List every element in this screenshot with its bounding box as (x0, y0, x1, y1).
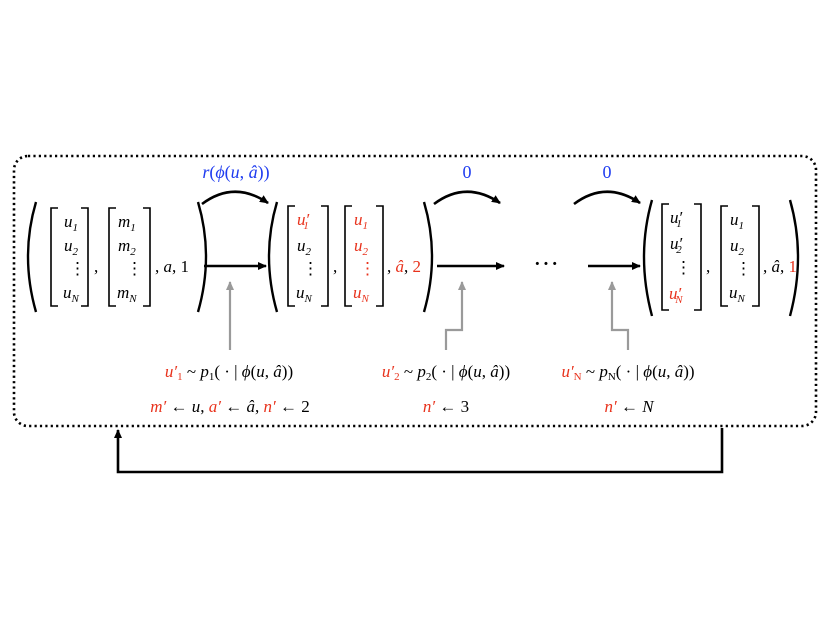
s2-uN: uN (296, 283, 313, 305)
reward-arrow-3 (573, 190, 641, 206)
s1-u1: u1 (64, 212, 78, 234)
episode-box (12, 154, 818, 428)
reward-label-3: 0 (602, 162, 612, 182)
state-2-parens (267, 201, 434, 313)
s1-udots: ⋮ (69, 259, 86, 278)
s3-mN: uN (729, 283, 746, 305)
state-3-parens (642, 199, 800, 317)
annotation-1-line-1: u′1 ~ p1( · | ϕ(u, â)) (164, 362, 294, 383)
state-1-parens (26, 201, 208, 313)
s3-m2: u2 (730, 236, 745, 258)
reward-label-1: r(ϕ(u, â)) (202, 162, 270, 182)
s2-mN: uN (353, 283, 370, 305)
s2-u1prime: u′1 (297, 210, 310, 232)
s1-m1: m1 (118, 212, 136, 234)
s2-u2: u2 (297, 236, 312, 258)
s1-comma1: , (94, 257, 98, 276)
s1-mdots: ⋮ (126, 259, 143, 278)
annotation-2-line-1: u′2 ~ p2( · | ϕ(u, â)) (381, 362, 511, 383)
s1-m2: m2 (118, 236, 136, 258)
ellipsis: ··· (533, 249, 559, 278)
s1-uN: uN (63, 283, 80, 305)
s2-m1: u1 (354, 210, 368, 232)
loop-back-arrow (114, 428, 724, 474)
annotation-1-line-2: m′ ← u, a′ ← â, n′ ← 2 (150, 397, 310, 416)
reward-label-2: 0 (462, 162, 472, 182)
state-1: u1 u2 ⋮ uN , m1 m2 ⋮ mN , a, 1 (63, 212, 189, 305)
s3-udots: ⋮ (675, 258, 692, 277)
s1-u2: u2 (64, 236, 79, 258)
s3-uNprime: u′N (669, 284, 683, 306)
sample-arrow-3 (608, 281, 630, 350)
s1-a-n: , a, 1 (155, 257, 189, 276)
annotation-3-line-1: u′N ~ pN( · | ϕ(u, â)) (561, 362, 695, 383)
s3-u1prime: u′1 (670, 208, 683, 230)
s1-mN: mN (117, 283, 137, 305)
vector-brackets (50, 203, 760, 311)
s2-udots: ⋮ (302, 259, 319, 278)
s2-mdots: ⋮ (359, 259, 376, 278)
state-2: u′1 u2 ⋮ uN , u1 u2 ⋮ uN , â, 2 (296, 210, 421, 305)
reward-arrow-1 (201, 190, 269, 206)
sample-arrow-2 (444, 281, 466, 350)
s2-m2: u2 (354, 236, 369, 258)
s2-a-n: , â, 2 (387, 257, 421, 276)
state-3: u′1 u′2 ⋮ u′N , u1 u2 ⋮ uN , â, 1 (669, 208, 797, 306)
s3-u2prime: u′2 (670, 234, 683, 256)
s3-comma1: , (706, 257, 710, 276)
s3-a-n: , â, 1 (763, 257, 797, 276)
s3-mdots: ⋮ (735, 259, 752, 278)
s2-comma1: , (333, 257, 337, 276)
s3-m1: u1 (730, 210, 744, 232)
annotation-2-line-2: n′ ← 3 (422, 397, 470, 416)
reward-arrow-2 (433, 190, 501, 206)
annotation-3-line-2: n′ ← N (604, 397, 654, 416)
